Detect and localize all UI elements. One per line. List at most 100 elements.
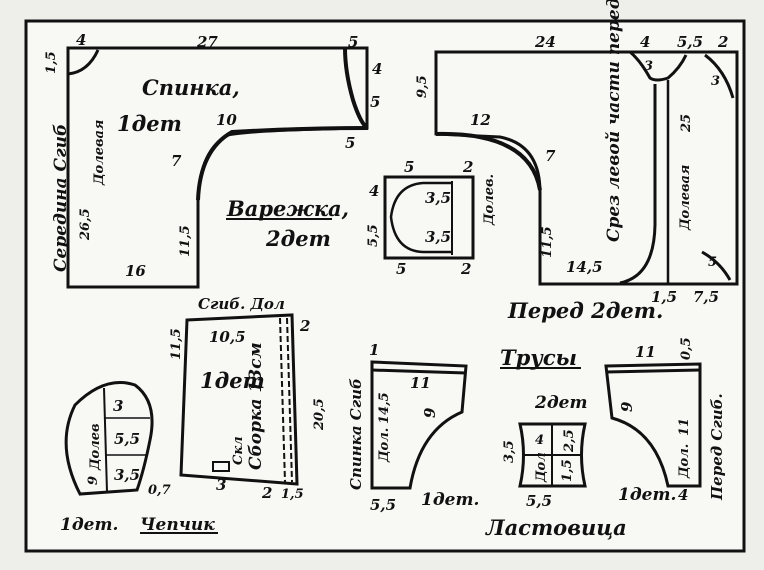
panties-back-dim-3: 14,5 (377, 392, 392, 424)
back-count: 1дет (117, 111, 182, 136)
cap-side-pattern-piece: Сгиб. Дол 11,5 10,5 2 1дет Сборка 13см С… (169, 295, 327, 502)
front-dim-4: 2 (717, 33, 728, 51)
back-dim-5: 4 (372, 60, 382, 78)
panties-front-waist-band (605, 368, 701, 374)
cap-crown-outline (64, 381, 154, 496)
back-armhole-curve (196, 126, 369, 201)
mitten-pattern-piece: Варежка, 2дет Долев. 5 2 4 3,5 5,5 3,5 5… (226, 158, 497, 278)
front-dim-1: 24 (534, 33, 556, 51)
cap-side-dim-2: 10,5 (209, 328, 246, 346)
panties-back-count: 1дет. (421, 490, 479, 510)
mitten-dim-3: 4 (369, 182, 379, 200)
front-dim-11: 11,5 (540, 226, 555, 258)
back-pattern-piece: Спинка, 1дет Середина Сгиб Долевая 1,5 4… (44, 31, 382, 289)
back-grain-label: Долевая (92, 120, 107, 186)
panties-front-fold-label: Перед Сгиб. (708, 393, 726, 501)
cap-crown-dim-3: 5,5 (114, 430, 140, 448)
cap-crown-divider (103, 387, 108, 493)
front-dim-2: 4 (640, 33, 650, 51)
mitten-dim-6: 3,5 (425, 228, 451, 246)
gusset-outline (518, 422, 587, 488)
cap-side-dim-5: 3 (216, 476, 226, 494)
mitten-count: 2дет (265, 226, 331, 251)
cap-side-dim-1: 11,5 (169, 328, 184, 360)
front-dim-10: 7 (545, 147, 556, 165)
gusset-count: 2дет (534, 393, 587, 413)
cap-crown-pattern-piece: Долев 9 3 5,5 3,5 0,7 1дет. Чепчик (60, 381, 218, 535)
back-dim-9: 7 (171, 152, 182, 170)
back-neck-curve (343, 47, 369, 130)
gusset-title: Ластовица (485, 515, 627, 540)
panties-front-outline (604, 362, 702, 488)
front-dim-6: 3 (644, 59, 653, 74)
mitten-title: Варежка, (226, 196, 349, 221)
mitten-outline (383, 175, 475, 260)
front-grain-label: Долевая (678, 165, 693, 231)
front-dim-13: 1,5 (651, 288, 677, 306)
panties-front-pattern-piece: 11 0,5 9 Дол. 11 Перед Сгиб. 1дет. 4 (604, 337, 726, 505)
panties-front-count: 1дет. (618, 485, 676, 505)
cap-crown-dim-5: 0,7 (148, 483, 171, 498)
back-dim-2: 4 (76, 31, 86, 49)
cap-side-gather-line-1 (279, 317, 286, 483)
front-dim-7: 3 (711, 74, 720, 89)
front-title: Перед 2дет. (507, 298, 663, 323)
cap-crown-dim-4: 3,5 (114, 466, 140, 484)
back-fold-label: Середина Сгиб (51, 124, 71, 272)
mitten-dim-7: 5 (396, 260, 406, 278)
panties-back-dim-4: 9 (421, 407, 439, 418)
gusset-dim-4: 1,5 (560, 459, 575, 482)
front-dim-14: 7,5 (693, 288, 719, 306)
back-title: Спинка, (142, 75, 240, 100)
cap-crown-dim-2: 3 (113, 397, 123, 415)
cap-crown-dim-1: 9 (86, 476, 101, 485)
cap-side-count: 1дет (200, 368, 265, 393)
front-cut-label: Срез левой части переда (604, 0, 624, 242)
panties-back-dim-2: 11 (410, 374, 431, 392)
panties-front-dim-5: 4 (678, 486, 688, 504)
panties-front-dim-2: 0,5 (679, 337, 694, 360)
back-dim-8: 10 (216, 111, 237, 129)
cap-crown-title: Чепчик (140, 515, 215, 535)
back-dim-10: 26,5 (78, 208, 93, 241)
front-dim-15: 5 (708, 255, 717, 270)
panties-back-outline (370, 360, 468, 490)
gusset-dim-2: 4 (535, 433, 544, 448)
gusset-dim-5: 5,5 (526, 492, 552, 510)
front-dim-12: 14,5 (566, 258, 603, 276)
back-dim-7: 5 (345, 134, 355, 152)
back-dim-6: 5 (370, 93, 380, 111)
front-dim-3: 5,5 (677, 33, 703, 51)
back-dim-11: 11,5 (178, 225, 193, 257)
cap-side-gather-line-2 (286, 317, 293, 483)
cap-crown-grain-label: Долев (88, 423, 103, 471)
mitten-dim-5: 5,5 (366, 224, 381, 247)
panties-back-pattern-piece: Спинка Сгиб 1 11 14,5 9 Дол. 5,5 1дет. (347, 341, 479, 514)
panties-title: Трусы (500, 345, 577, 370)
cap-side-dim-4: 20,5 (312, 398, 327, 431)
front-neck-curve (629, 50, 688, 82)
cap-side-gather-label: Сборка 13см (246, 342, 266, 470)
panties-back-grain-label: Дол. (377, 428, 392, 463)
panties-back-dim-5: 5,5 (370, 496, 396, 514)
cap-crown-count: 1дет. (60, 515, 118, 535)
cap-side-dim-6: 2 (261, 484, 272, 502)
panties-back-dim-1: 1 (369, 341, 379, 359)
back-dim-1: 1,5 (44, 51, 59, 74)
back-shoulder-curve (67, 49, 100, 76)
gusset-grain-label: Дол (534, 452, 549, 483)
gusset-dim-3: 2,5 (562, 429, 577, 453)
mitten-dim-8: 2 (460, 260, 471, 278)
gusset-pattern-piece: 2дет 3,5 4 2,5 Дол 1,5 5,5 Ластовица (485, 393, 627, 540)
panties-back-waist-band (371, 368, 467, 375)
mitten-dim-1: 5 (404, 158, 414, 176)
gusset-dim-1: 3,5 (502, 440, 517, 463)
back-dim-4: 5 (348, 33, 358, 51)
cap-side-dim-3: 2 (299, 317, 310, 335)
front-pattern-piece: Срез левой части переда Долевая 24 4 5,5… (415, 0, 739, 323)
panties-front-dim-4: 11 (677, 418, 692, 436)
panties-front-grain-label: Дол. (677, 444, 692, 479)
front-dim-5: 9,5 (415, 75, 430, 98)
cap-side-pleat-mark (212, 461, 230, 472)
